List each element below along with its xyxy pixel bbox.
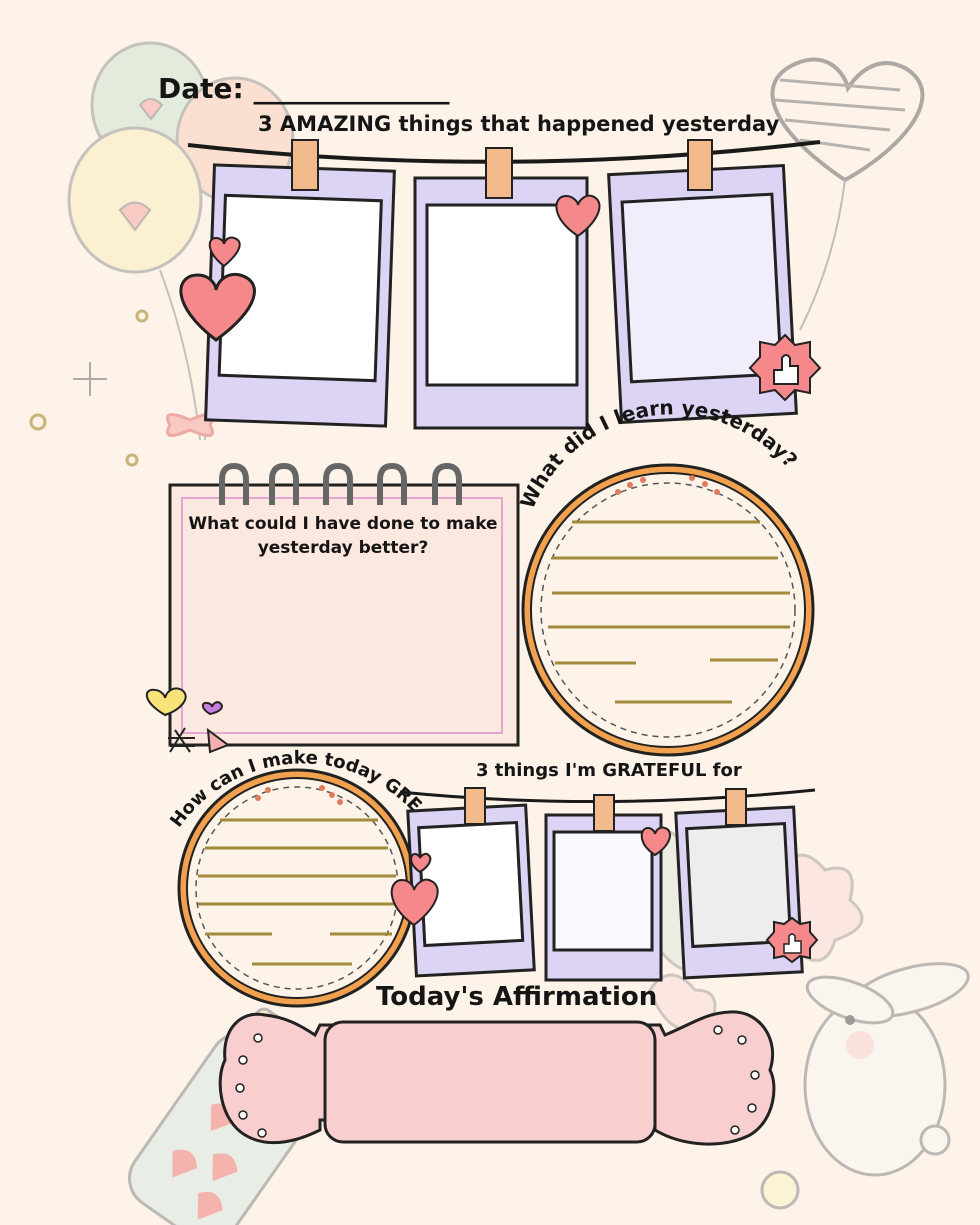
heart-icon [410,852,432,874]
spiral-rings [219,462,462,505]
doodle-decorations [145,687,231,754]
clothespin-icon [485,147,513,199]
thumbs-up-icon [765,916,819,964]
notepad-card[interactable] [168,483,520,747]
polaroid-frame-2[interactable] [413,176,589,430]
grateful-section-title: 3 things I'm GRATEFUL for [476,760,742,781]
clothespin-icon [464,787,747,832]
clothespin-icon [687,139,713,191]
affirmation-banner[interactable] [218,1010,776,1146]
bunny-icon [760,962,970,1210]
heart-icon [208,236,241,268]
heart-icon [770,57,925,331]
date-field[interactable]: Date: ______________ [158,72,450,105]
amazing-section-title: 3 AMAZING things that happened yesterday [258,112,780,136]
heart-icon [179,272,256,342]
affirmation-title: Today's Affirmation [376,982,658,1012]
notepad-prompt: What could I have done to make yesterday… [188,514,498,558]
polaroid-frame-1[interactable] [204,163,396,428]
learn-circle[interactable] [521,463,815,757]
clothespin-icon [291,139,319,191]
heart-icon [555,194,601,238]
heart-icon [640,826,671,857]
great-circle[interactable] [177,768,417,1008]
thumbs-up-icon [748,333,822,402]
heart-icon [390,878,439,927]
polaroid-frame-3[interactable] [607,163,798,424]
grateful-polaroid-2[interactable] [544,813,663,982]
